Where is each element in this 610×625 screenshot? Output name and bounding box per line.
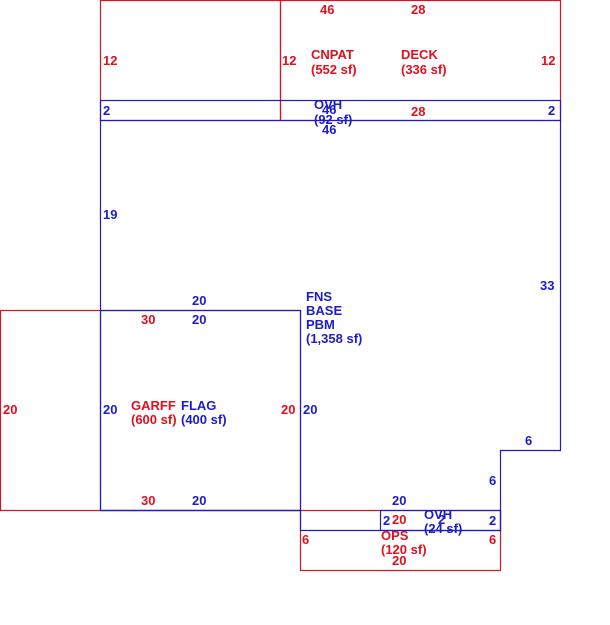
dim-ovh-top-overlap: 46: [322, 102, 336, 117]
cnpat-label: CNPAT: [311, 47, 354, 62]
dim-ops-bottom: 20: [392, 553, 406, 568]
ovh-top-outline: [99, 99, 562, 122]
deck-label: DECK: [401, 47, 438, 62]
ovh-bottom-label: OVH: [424, 507, 452, 522]
deck-size: (336 sf): [401, 62, 447, 77]
dim-deck-right: 12: [541, 53, 555, 68]
dim-garage-right: 20: [281, 402, 295, 417]
dim-garage-top: 30: [141, 312, 155, 327]
dim-house-left: 19: [103, 207, 117, 222]
dim-house-bottom-6: 6: [489, 473, 496, 488]
dim-ovh-top-bottom-46: 46: [322, 122, 336, 137]
dim-deck-top: 28: [411, 2, 425, 17]
dim-step: 6: [525, 433, 532, 448]
cnpat-outline: [99, 0, 282, 122]
dim-flag-right: 20: [303, 402, 317, 417]
ops-label: OPS: [381, 528, 409, 543]
dim-ovh-top-left: 2: [103, 103, 110, 118]
dim-ovh-bottom-left: 2: [383, 513, 390, 528]
ovh-top-size: (92 sf): [314, 112, 352, 127]
dim-ovh-bottom-top: 20: [392, 512, 406, 527]
dim-cnpat-top: 46: [320, 2, 334, 17]
fns-label-line2: BASE: [306, 303, 342, 318]
garff-size: (600 sf): [131, 412, 177, 427]
dim-ops-left: 6: [302, 532, 309, 547]
dim-ovh-bottom-inner: 2: [438, 512, 445, 527]
ops-size: (120 sf): [381, 542, 427, 557]
flag-label: FLAG: [181, 398, 216, 413]
dim-flag-bottom: 20: [192, 493, 206, 508]
fns-label-line3: PBM: [306, 317, 335, 332]
dim-ops-right: 6: [489, 532, 496, 547]
flag-size: (400 sf): [181, 412, 227, 427]
fns-label-line1: FNS: [306, 289, 332, 304]
dim-ovh-top-bottom-28: 28: [411, 104, 425, 119]
dim-cnpat-right: 12: [282, 53, 296, 68]
dim-cnpat-left: 12: [103, 53, 117, 68]
cnpat-size: (552 sf): [311, 62, 357, 77]
ovh-bottom-outline: [379, 509, 502, 532]
dim-garage-bottom: 30: [141, 493, 155, 508]
flag-outline: [99, 309, 302, 512]
ovh-bottom-size: (24 sf): [424, 521, 462, 536]
fns-size: (1,358 sf): [306, 331, 362, 346]
dim-ovh-top-right: 2: [548, 103, 555, 118]
dim-house-bottom-20: 20: [392, 493, 406, 508]
dim-garage-left: 20: [3, 402, 17, 417]
dim-flag-left: 20: [103, 402, 117, 417]
dim-house-right: 33: [540, 278, 554, 293]
garff-label: GARFF: [131, 398, 176, 413]
ovh-top-label: OVH: [314, 97, 342, 112]
dim-flag-top-inner: 20: [192, 312, 206, 327]
dim-ovh-bottom-right: 2: [489, 513, 496, 528]
dim-flag-top-outer: 20: [192, 293, 206, 308]
